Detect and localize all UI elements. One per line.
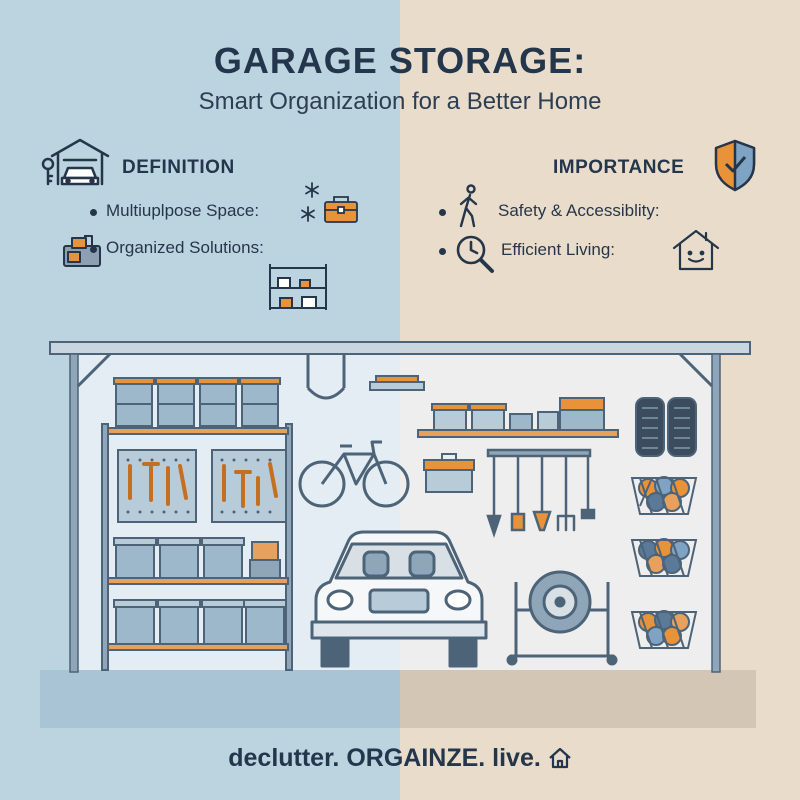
importance-item-safety: Safety & Accessiblity: [498, 201, 660, 220]
magnifier-clock-icon [454, 233, 496, 275]
toolbox-icon [60, 232, 104, 268]
page-title: GARAGE STORAGE: [213, 40, 587, 81]
definition-item-multipurpose: Multiuplpose Space: [106, 201, 260, 220]
shield-check-icon [712, 138, 758, 192]
bullet [439, 248, 446, 255]
definition-heading: DEFINITION [122, 157, 235, 178]
snowflake-toolbox-icon [298, 180, 360, 226]
page-subtitle: Smart Organization for a Better Home [198, 88, 602, 115]
bullet [439, 209, 446, 216]
importance-heading: IMPORTANCE [553, 157, 685, 178]
bullet [90, 209, 97, 216]
definition-item-organized: Organized Solutions: [106, 238, 264, 257]
footer-tagline: declutter. ORGAINZE. live. [0, 744, 800, 773]
walking-person-icon [454, 184, 484, 228]
importance-item-efficient: Efficient Living: [501, 240, 616, 259]
house-icon [548, 747, 572, 769]
bullet [90, 246, 97, 253]
tagline-text: declutter. ORGAINZE. live. [228, 744, 541, 772]
smiling-house-icon [670, 228, 722, 272]
garage-illustration [40, 338, 760, 730]
garage-car-key-icon [38, 134, 118, 190]
shelf-icon [266, 262, 330, 312]
